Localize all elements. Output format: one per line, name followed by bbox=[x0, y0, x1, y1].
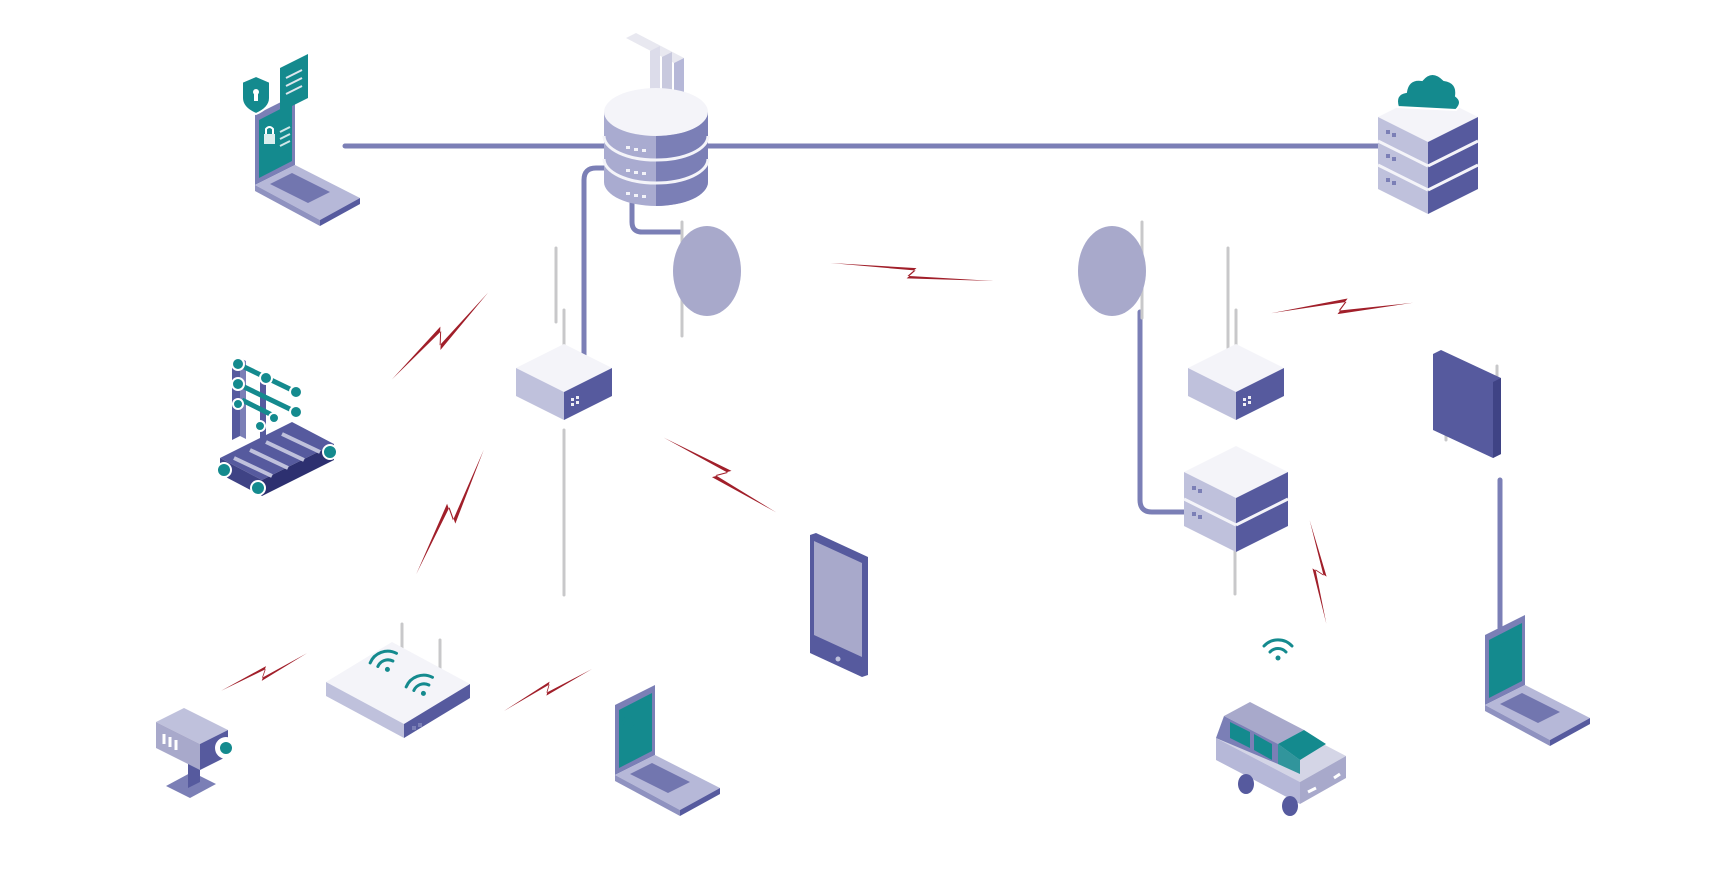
secure-laptop[interactable] bbox=[241, 54, 360, 226]
antenna-masts bbox=[400, 220, 1499, 672]
antenna-panel-icon bbox=[1433, 350, 1501, 458]
wired-link bbox=[1137, 309, 1188, 515]
connected-car[interactable] bbox=[1216, 638, 1346, 816]
wireless-bolt bbox=[379, 292, 501, 380]
access-point-right[interactable] bbox=[1188, 344, 1284, 420]
wireless-bolt bbox=[380, 449, 520, 575]
access-point-left[interactable] bbox=[516, 344, 612, 420]
laptop-right[interactable] bbox=[1485, 615, 1590, 746]
robot-arm-icon bbox=[231, 357, 303, 444]
laptop-left[interactable] bbox=[615, 685, 720, 816]
robotic-arm[interactable] bbox=[216, 357, 338, 496]
tablet[interactable] bbox=[810, 533, 868, 677]
cloud-icon bbox=[1396, 73, 1461, 112]
core-database[interactable] bbox=[602, 33, 710, 206]
document-icon bbox=[280, 54, 308, 112]
wired-links bbox=[342, 143, 1503, 631]
camera-icon bbox=[156, 708, 237, 798]
wifi-router[interactable] bbox=[326, 642, 470, 738]
tower-left[interactable] bbox=[673, 226, 741, 316]
wireless-bolt bbox=[504, 669, 592, 711]
tower-right[interactable] bbox=[1078, 226, 1146, 316]
wireless-bolt bbox=[663, 407, 777, 543]
security-camera[interactable] bbox=[156, 708, 237, 798]
tower-icon bbox=[1078, 226, 1146, 316]
car-icon bbox=[1216, 702, 1346, 816]
conveyor-belt bbox=[216, 422, 338, 496]
wireless-bolt bbox=[1280, 520, 1356, 624]
wired-link bbox=[629, 195, 683, 235]
shield-lock-icon bbox=[241, 74, 271, 116]
padlock-icon bbox=[264, 126, 291, 147]
wireless-bolt bbox=[830, 226, 994, 318]
wired-link bbox=[581, 165, 611, 363]
wall-antenna[interactable] bbox=[1433, 350, 1501, 458]
edge-server[interactable] bbox=[1183, 446, 1289, 552]
wireless-bolt bbox=[220, 645, 308, 699]
tower-icon bbox=[673, 226, 741, 316]
wifi-icon bbox=[1262, 638, 1294, 662]
cloud-server[interactable] bbox=[1377, 73, 1479, 214]
wireless-bolt bbox=[1270, 261, 1414, 355]
